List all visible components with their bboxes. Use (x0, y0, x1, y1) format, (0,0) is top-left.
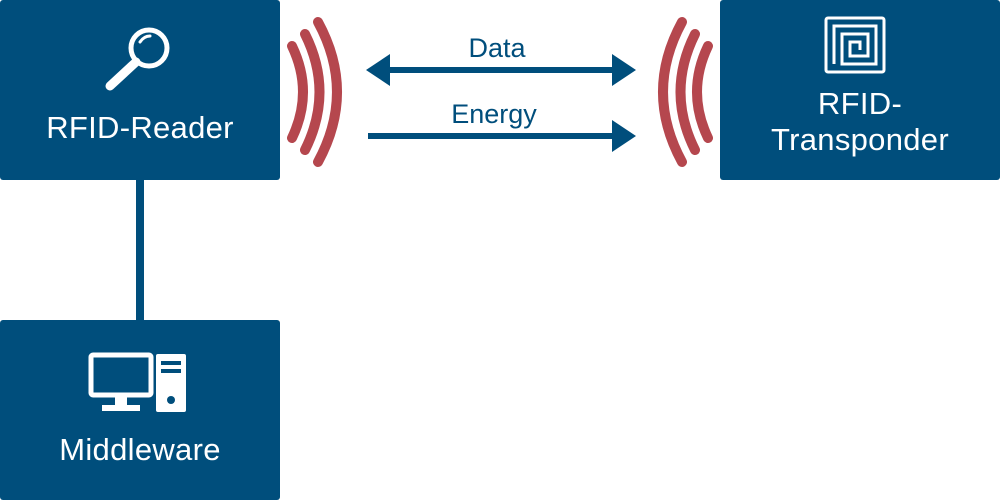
transponder-wave-middle (675, 29, 700, 155)
reader-wave-middle (300, 29, 325, 155)
energy-arrow-head-right (612, 120, 636, 152)
rfid-transponder-label: RFID- Transponder (720, 86, 1000, 158)
middleware-node: Middleware (0, 320, 280, 500)
transponder-wave-inner (692, 41, 713, 143)
rfid-reader-label: RFID-Reader (46, 110, 234, 145)
rfid-reader-node: RFID-Reader (0, 0, 280, 180)
rfid-transponder-label-line2: Transponder (771, 122, 949, 157)
energy-arrow-label: Energy (451, 99, 537, 129)
magnifier-icon (105, 27, 170, 91)
rfid-tag-icon (824, 16, 886, 74)
data-arrow-head-left (366, 54, 390, 86)
reader-wave-outer (313, 17, 342, 167)
reader-wave-icon (287, 17, 342, 167)
rfid-transponder-label-line1: RFID- (817, 86, 903, 121)
data-arrow-head-right (612, 54, 636, 86)
reader-wave-inner (287, 41, 308, 143)
data-arrow-label: Data (468, 33, 526, 63)
transponder-wave-outer (658, 17, 687, 167)
middleware-label: Middleware (59, 432, 221, 467)
rfid-transponder-node: RFID- Transponder (720, 0, 1000, 180)
energy-arrow (368, 120, 636, 152)
transponder-wave-icon (658, 17, 713, 167)
data-arrow (366, 54, 636, 86)
desktop-computer-icon (88, 352, 186, 412)
